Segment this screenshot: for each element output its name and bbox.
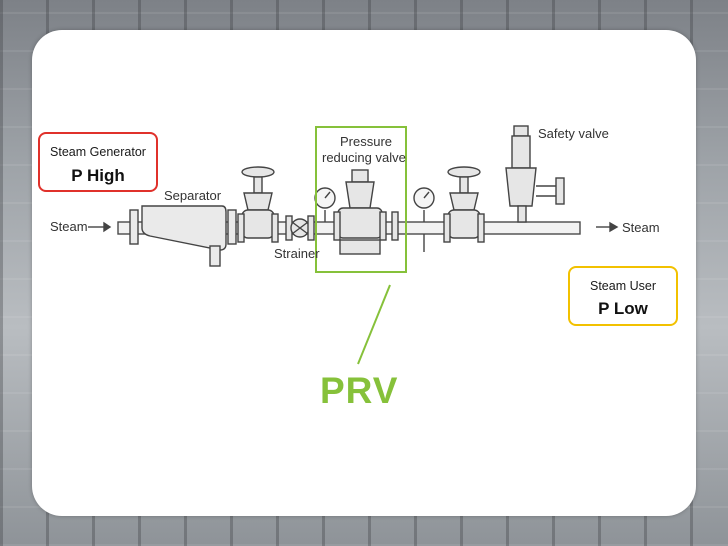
pressure-gauge-downstream	[413, 187, 435, 252]
prv-label: PRV	[320, 370, 399, 411]
strainer	[285, 215, 315, 241]
label-separator: Separator	[164, 188, 222, 203]
callout-steam-generator: Steam Generator P High	[38, 132, 158, 192]
prv-pointer-line	[357, 284, 391, 365]
callout-generator-value: P High	[71, 166, 125, 185]
pressure-gauge-upstream	[314, 187, 336, 222]
separator-vessel	[129, 205, 237, 267]
isolation-valve-2	[443, 166, 485, 243]
label-steam-in: Steam	[50, 219, 88, 234]
isolation-valve-1	[237, 166, 279, 243]
callout-user-title: Steam User	[590, 279, 656, 293]
flow-arrow-in	[88, 221, 112, 233]
label-steam-out: Steam	[622, 220, 660, 235]
label-safety-valve: Safety valve	[538, 126, 609, 141]
label-strainer: Strainer	[274, 246, 320, 261]
label-prv-line1: Pressure	[340, 134, 392, 149]
callout-steam-user: Steam User P Low	[568, 266, 678, 326]
callout-user-value: P Low	[598, 299, 648, 318]
safety-valve	[505, 125, 565, 223]
callout-generator-title: Steam Generator	[50, 145, 146, 159]
pressure-reducing-valve	[333, 169, 399, 255]
label-prv-line2: reducing valve	[322, 150, 406, 165]
flow-arrow-out	[596, 221, 619, 233]
prv-highlight-box	[315, 126, 407, 273]
